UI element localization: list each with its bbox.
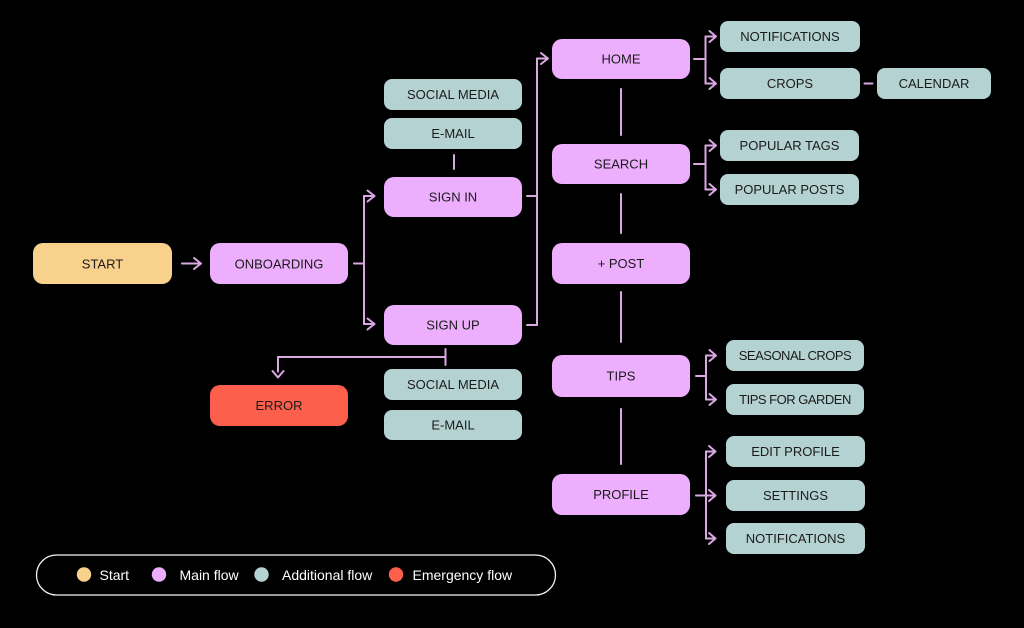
svg-text:TIPS: TIPS	[607, 369, 636, 384]
svg-text:TIPS FOR GARDEN: TIPS FOR GARDEN	[739, 392, 851, 407]
svg-text:POPULAR POSTS: POPULAR POSTS	[735, 182, 845, 197]
svg-text:NOTIFICATIONS: NOTIFICATIONS	[740, 29, 840, 44]
svg-text:E-MAIL: E-MAIL	[431, 418, 474, 433]
svg-text:ONBOARDING: ONBOARDING	[235, 257, 324, 272]
svg-text:Start: Start	[100, 567, 130, 583]
svg-text:START: START	[82, 257, 123, 272]
svg-text:Emergency flow: Emergency flow	[413, 567, 513, 583]
svg-text:CALENDAR: CALENDAR	[899, 76, 970, 91]
svg-text:POPULAR TAGS: POPULAR TAGS	[740, 138, 840, 153]
svg-text:SEARCH: SEARCH	[594, 157, 648, 172]
svg-text:SOCIAL MEDIA: SOCIAL MEDIA	[407, 87, 499, 102]
svg-text:SEASONAL CROPS: SEASONAL CROPS	[739, 348, 852, 363]
svg-text:PROFILE: PROFILE	[593, 487, 649, 502]
svg-text:HOME: HOME	[602, 52, 641, 67]
svg-text:SIGN UP: SIGN UP	[426, 318, 479, 333]
svg-text:E-MAIL: E-MAIL	[431, 126, 474, 141]
svg-text:Main flow: Main flow	[180, 567, 240, 583]
svg-text:SOCIAL MEDIA: SOCIAL MEDIA	[407, 377, 499, 392]
svg-text:SETTINGS: SETTINGS	[763, 488, 828, 503]
svg-text:NOTIFICATIONS: NOTIFICATIONS	[746, 531, 846, 546]
svg-text:Additional flow: Additional flow	[282, 567, 373, 583]
svg-text:ERROR: ERROR	[256, 398, 303, 413]
svg-text:+ POST: + POST	[598, 256, 645, 271]
svg-text:CROPS: CROPS	[767, 76, 814, 91]
svg-text:EDIT PROFILE: EDIT PROFILE	[751, 444, 840, 459]
svg-text:SIGN IN: SIGN IN	[429, 190, 477, 205]
